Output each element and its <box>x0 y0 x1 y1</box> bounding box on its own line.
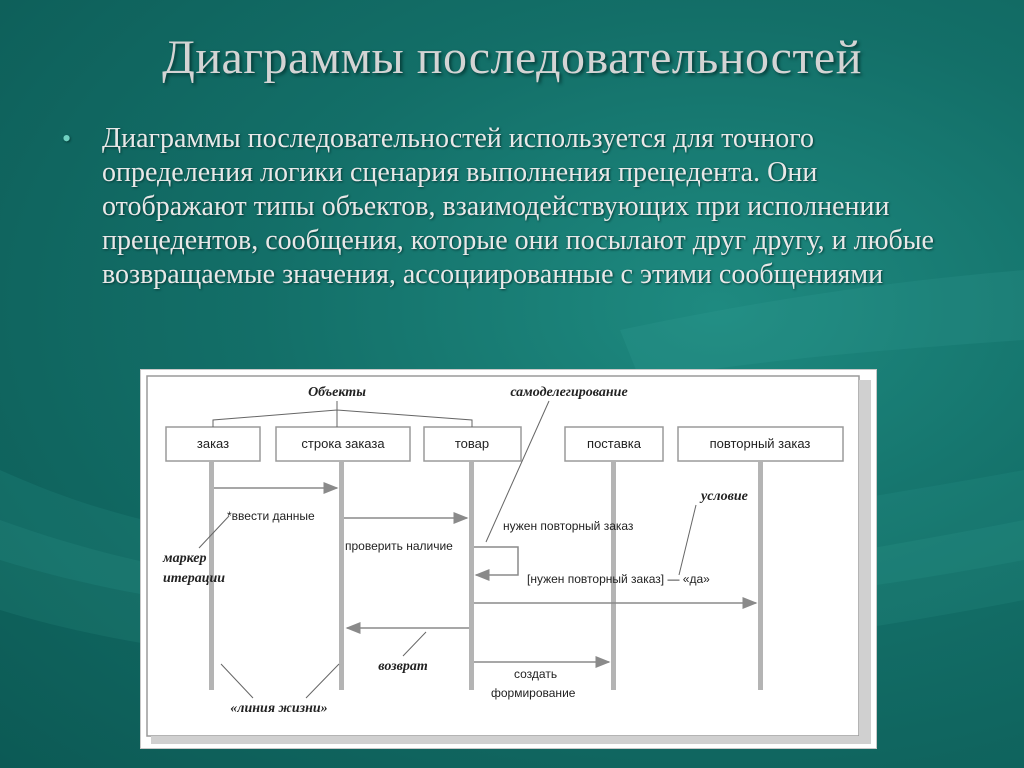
object-label-order-line: строка заказа <box>301 436 385 451</box>
message-check-availability: проверить наличие <box>345 539 453 553</box>
object-box-order: заказ <box>165 426 261 462</box>
iteration-marker-note-2: итерации <box>163 571 225 586</box>
object-label-order: заказ <box>197 436 229 451</box>
lifeline-pointers <box>220 663 340 699</box>
bullet-icon: • <box>62 124 72 153</box>
object-box-reorder: повторный заказ <box>677 426 844 462</box>
objects-note: Объекты <box>308 385 366 400</box>
message-reorder-condition: [нужен повторный заказ] — «да» <box>527 572 710 586</box>
lifeline-order <box>209 462 214 690</box>
message-reorder-needed: нужен повторный заказ <box>503 519 634 533</box>
message-create-1: создать <box>514 667 557 681</box>
iteration-marker-pointer <box>198 515 230 549</box>
object-box-product: товар <box>423 426 522 462</box>
diagram-shadow-bottom <box>151 736 871 744</box>
object-box-delivery: поставка <box>564 426 664 462</box>
return-note: возврат <box>378 659 428 674</box>
bullet-text: Диаграммы последовательностей использует… <box>102 123 934 290</box>
object-label-reorder: повторный заказ <box>710 436 811 451</box>
lifeline-note: «линия жизни» <box>230 701 327 716</box>
lifeline-product <box>469 462 474 690</box>
object-label-delivery: поставка <box>587 436 642 451</box>
self-delegation-pointer <box>485 400 550 543</box>
sequence-diagram-svg: заказ строка заказа товар поставка повто… <box>146 375 871 744</box>
lifeline-reorder <box>758 462 763 690</box>
message-enter-data: *ввести данные <box>227 509 315 523</box>
condition-note: условие <box>699 489 748 504</box>
iteration-marker-note-1: маркер <box>162 551 206 566</box>
objects-bracket <box>212 401 473 427</box>
message-create-2: формирование <box>491 686 576 700</box>
slide-title: Диаграммы последовательностей <box>162 31 862 84</box>
return-pointer <box>402 631 427 657</box>
self-delegation-loop <box>474 546 519 581</box>
object-box-order-line: строка заказа <box>275 426 411 462</box>
object-label-product: товар <box>455 436 489 451</box>
sequence-diagram: заказ строка заказа товар поставка повто… <box>141 370 876 748</box>
lifeline-order-line <box>339 462 344 690</box>
self-delegation-note: самоделегирование <box>510 385 627 400</box>
lifeline-delivery <box>611 462 616 690</box>
diagram-shadow-right <box>859 380 871 740</box>
condition-pointer <box>678 504 697 576</box>
bullet-paragraph: • Диаграммы последовательностей использу… <box>62 122 962 292</box>
